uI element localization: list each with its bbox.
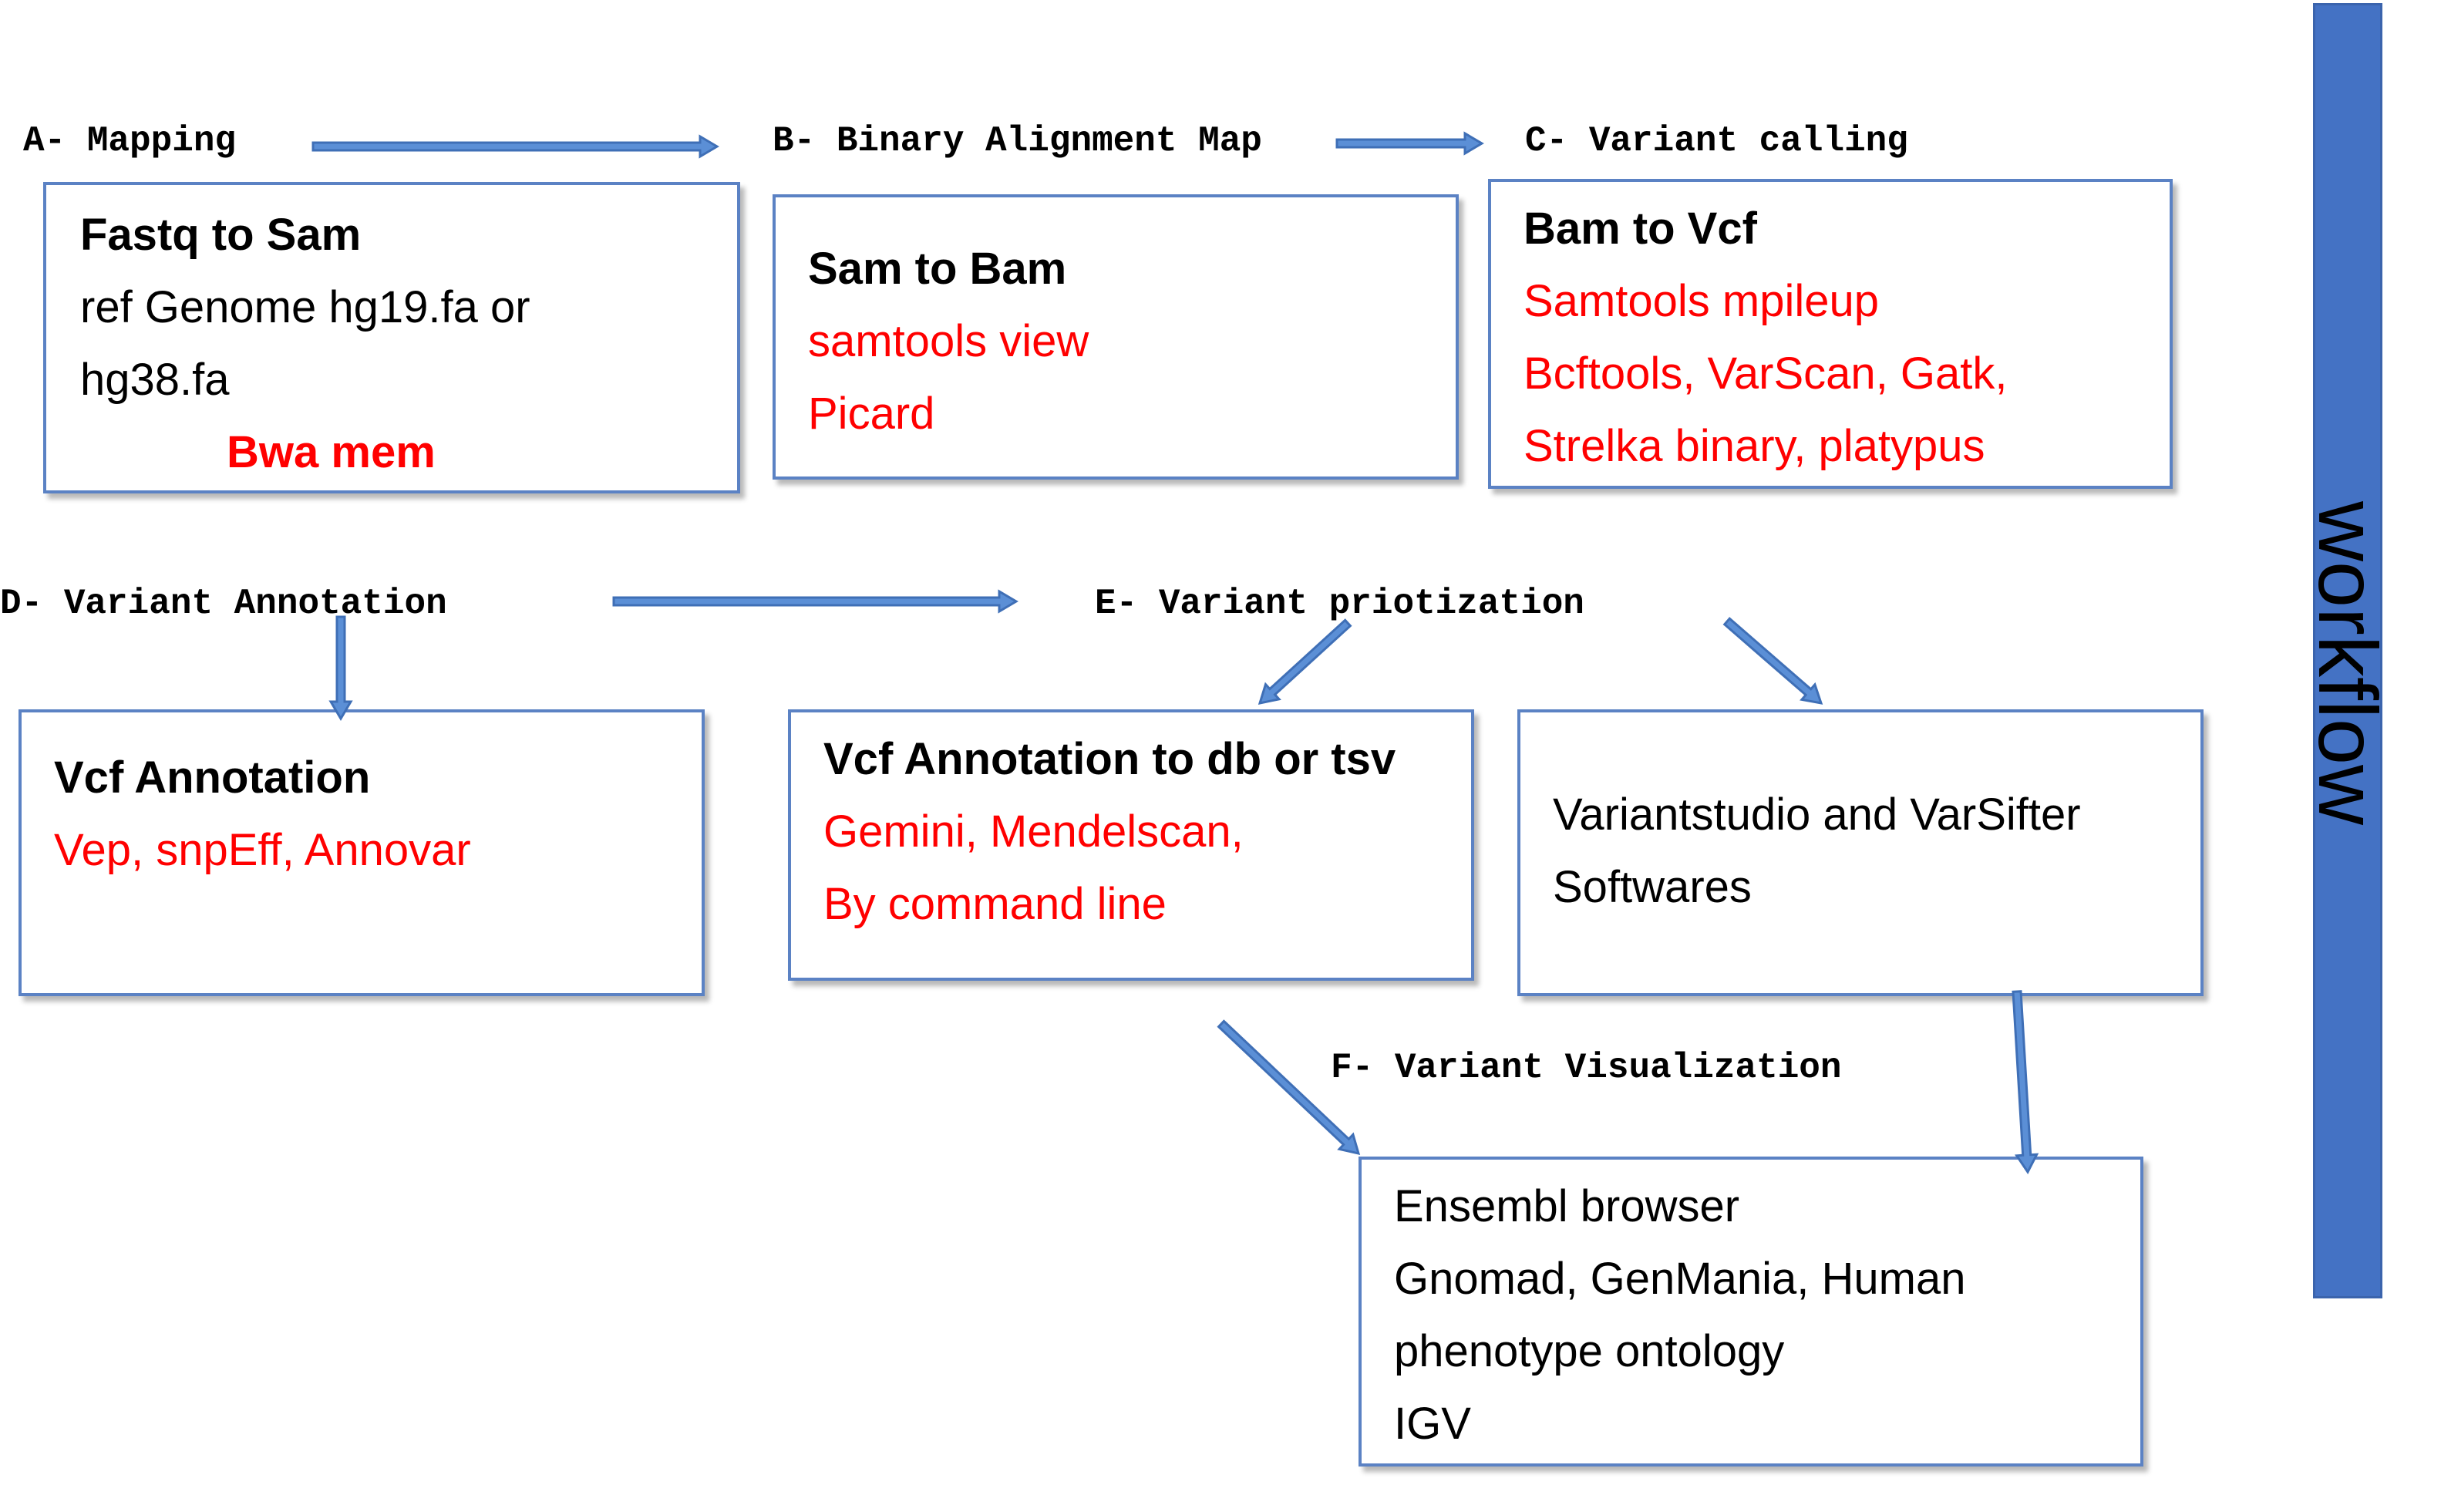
fastq-to-sam-box: Fastq to Sam ref Genome hg19.fa or hg38.… [43,182,740,493]
bam-tools-list-continued: Strelka binary, platypus [1524,421,1985,471]
visualization-databases-text: Gnomad, GenMania, Human [1394,1254,1966,1304]
sam-tool-picard: Picard [808,389,935,439]
vcf-annotation-tools: Vep, snpEff, Annovar [54,825,471,875]
fastq-reference-genome-text: ref Genome hg19.fa or [80,282,530,332]
fastq-tool-bwa-mem: Bwa mem [227,427,436,477]
section-label-variant-priotization: E- Variant priotization [1095,584,1584,624]
vcf-annotation-db-title: Vcf Annotation to db or tsv [823,734,1396,784]
section-label-mapping: A- Mapping [23,121,237,161]
section-label-variant-calling: C- Variant calling [1525,121,1908,161]
arrow-bam-to-calling [1335,131,1484,156]
arrow-db-to-visualization [1217,1019,1361,1156]
vcf-annotation-title: Vcf Annotation [54,753,371,803]
variantstudio-text: Variantstudio and VarSifter [1553,790,2081,840]
arrow-priotization-to-studio [1722,617,1823,705]
section-label-variant-annotation: D- Variant Annotation [0,584,447,624]
sam-tool-samtools-view: samtools view [808,316,1089,366]
bam-to-vcf-box: Bam to Vcf Samtools mpileup Bcftools, Va… [1488,179,2173,489]
vcf-annotation-db-box: Vcf Annotation to db or tsv Gemini, Mend… [788,709,1474,981]
side-bar [2313,3,2382,1298]
section-label-variant-visualization: F- Variant Visualization [1331,1048,1842,1088]
arrow-annotation-down [328,615,353,721]
sam-to-bam-box: Sam to Bam samtools view Picard [773,194,1459,480]
variantstudio-text-continued: Softwares [1553,862,1752,912]
bam-tools-list: Bcftools, VarScan, Gatk, [1524,349,2008,399]
arrow-priotization-to-db [1258,618,1352,705]
visualization-igv-text: IGV [1394,1399,1471,1449]
visualization-box: Ensembl browser Gnomad, GenMania, Human … [1359,1157,2143,1467]
variantstudio-box: Variantstudio and VarSifter Softwares [1517,709,2204,996]
arrow-studio-to-visualization [2012,990,2039,1174]
sam-to-bam-title: Sam to Bam [808,244,1067,294]
fastq-to-sam-title: Fastq to Sam [80,210,362,260]
visualization-databases-text-continued: phenotype ontology [1394,1326,1785,1376]
bam-to-vcf-title: Bam to Vcf [1524,204,1757,254]
vcf-db-command-line: By command line [823,879,1167,929]
vcf-annotation-box: Vcf Annotation Vep, snpEff, Annovar [19,709,705,996]
visualization-ensembl-text: Ensembl browser [1394,1181,1740,1231]
vcf-db-tools: Gemini, Mendelscan, [823,807,1244,857]
arrow-annotation-to-priotization [612,589,1018,614]
fastq-reference-genome-text-continued: hg38.fa [80,355,230,405]
bam-tool-samtools-mpileup: Samtools mpileup [1524,276,1879,326]
section-label-binary-alignment-map: B- Binary Alignment Map [773,121,1262,161]
side-label: workflow [2301,500,2395,826]
arrow-mapping-to-bam [311,134,719,159]
